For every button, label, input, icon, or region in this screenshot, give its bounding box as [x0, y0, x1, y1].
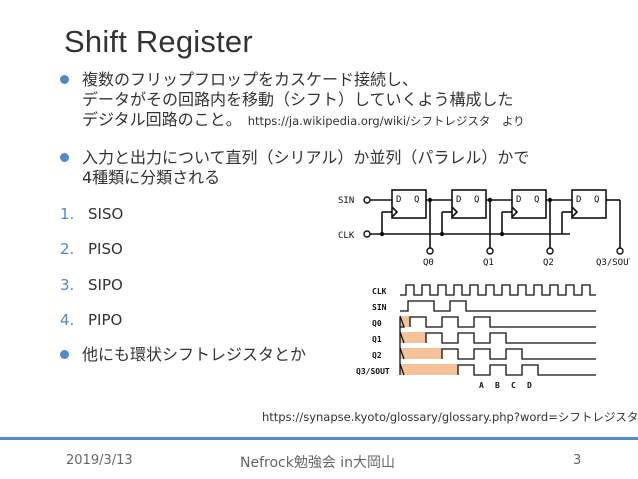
slide-footer: 2019/3/13 Nefrock勉強会 in大岡山 3	[0, 437, 638, 479]
list-number: 3.	[60, 276, 75, 294]
output-q2-label: Q2	[543, 258, 554, 267]
source-url: https://synapse.kyoto/glossary/glossary.…	[262, 410, 638, 424]
timing-label-q0: Q0	[372, 319, 382, 328]
output-q1-label: Q1	[483, 258, 494, 267]
timing-diagram: CLK SIN Q0 Q1 Q2 Q3/SOUT	[356, 284, 596, 390]
clk-label: CLK	[338, 231, 355, 241]
page-number: 3	[573, 453, 582, 468]
timing-marker-a: A	[479, 381, 484, 390]
ff-d-label: D	[576, 195, 581, 205]
timing-label-clk: CLK	[372, 287, 387, 296]
list-number: 1.	[60, 205, 75, 223]
bullet-line: デジタル回路のこと。 https://ja.wikipedia.org/wiki/…	[82, 110, 525, 131]
ff-d-label: D	[456, 195, 461, 205]
output-q3-label: Q3/SOUT	[596, 258, 630, 267]
list-text: PIPO	[88, 311, 123, 329]
list-number: 2.	[60, 240, 75, 258]
footer-date: 2019/3/13	[66, 453, 133, 468]
list-text: PISO	[88, 240, 123, 258]
slide-title: Shift Register	[64, 24, 253, 59]
footer-divider	[0, 437, 638, 440]
ff-q-label: Q	[474, 195, 479, 205]
output-q0-label: Q0	[423, 258, 434, 267]
timing-label-q3: Q3/SOUT	[356, 367, 390, 376]
sin-label: SIN	[338, 196, 354, 206]
bullet-dot-icon	[60, 75, 69, 84]
timing-label-q2: Q2	[372, 351, 382, 360]
bullet-dot-icon	[60, 153, 69, 162]
bullet-line: 4種類に分類される	[82, 168, 221, 187]
wikipedia-reference: https://ja.wikipedia.org/wiki/シフトレジスタ より	[247, 114, 525, 128]
list-text: SIPO	[88, 276, 123, 294]
ff-q-label: Q	[414, 195, 419, 205]
list-text: SISO	[88, 205, 124, 223]
timing-label-sin: SIN	[372, 303, 387, 312]
bullet-dot-icon	[60, 350, 69, 359]
list-number: 4.	[60, 311, 75, 329]
ff-d-label: D	[516, 195, 521, 205]
bullet-line: 入力と出力について直列（シリアル）か並列（パラレル）かで	[82, 148, 530, 167]
footer-event: Nefrock勉強会 in大岡山	[240, 455, 396, 471]
timing-marker-d: D	[527, 381, 532, 390]
timing-label-q1: Q1	[372, 335, 382, 344]
bullet-line: 複数のフリップフロップをカスケード接続し、	[82, 70, 419, 89]
shift-register-circuit: SIN CLK D Q D Q D Q D Q Q0 Q1 Q2 Q3/SOUT	[338, 189, 630, 267]
bullet-line-text: デジタル回路のこと。	[82, 110, 242, 129]
ff-d-label: D	[396, 195, 401, 205]
ff-q-label: Q	[534, 195, 539, 205]
ff-q-label: Q	[594, 195, 599, 205]
timing-marker-c: C	[511, 381, 516, 390]
bullet-line: 他にも環状シフトレジスタとか	[82, 345, 307, 364]
bullet-line: データがその回路内を移動（シフト）していくよう構成した	[82, 90, 514, 109]
timing-marker-b: B	[495, 381, 500, 390]
